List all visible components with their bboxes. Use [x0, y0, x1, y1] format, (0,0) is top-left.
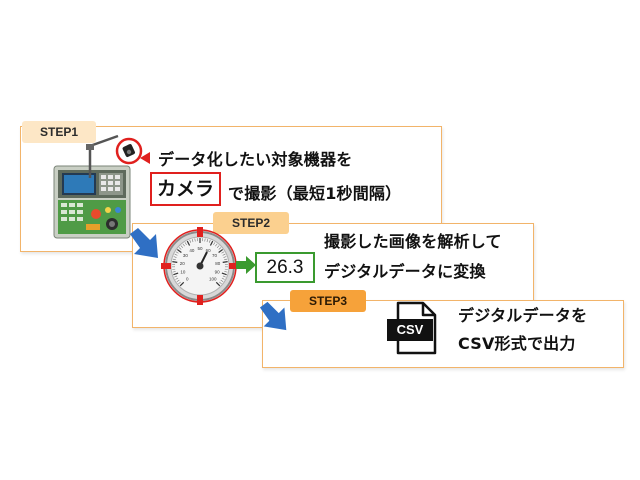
gauge-minor-tick — [174, 253, 178, 256]
gauge-minor-tick — [191, 239, 194, 243]
gauge-minor-tick — [216, 245, 220, 248]
down-right-arrow-icon-2 — [259, 301, 287, 331]
gauge-minor-tick — [221, 277, 225, 280]
gauge-minor-tick — [194, 238, 196, 242]
down-right-arrow-icon — [130, 228, 158, 258]
gauge-minor-tick — [172, 258, 176, 261]
gauge-minor-tick — [223, 256, 227, 258]
gauge-tick-label: 100 — [209, 277, 217, 282]
gauge-tick-label: 50 — [197, 246, 203, 251]
step1-text-line1: データ化したい対象機器を — [158, 150, 353, 169]
step2-badge: STEP2 — [213, 212, 289, 234]
gauge-minor-tick — [224, 258, 228, 261]
gauge-tick-label: 20 — [180, 261, 186, 266]
gauge-minor-tick — [220, 279, 224, 282]
gauge-minor-tick — [206, 239, 209, 243]
gauge-minor-tick — [172, 271, 176, 273]
step1-text-line2: で撮影（最短1秒間隔） — [228, 184, 402, 203]
gauge-major-tick — [172, 261, 178, 263]
step2-text-line2: デジタルデータに変換 — [324, 262, 486, 281]
gauge-minor-tick — [184, 242, 187, 246]
gauge-minor-tick — [221, 251, 225, 254]
readout-value: 26.3 — [255, 252, 315, 283]
gauge-tick-label: 10 — [180, 269, 186, 274]
gauge-major-tick — [186, 240, 191, 246]
gauge-minor-tick — [189, 239, 192, 243]
right-arrow-icon — [236, 256, 256, 274]
gauge-major-tick — [209, 240, 214, 246]
step2-text-line1: 撮影した画像を解析して — [324, 232, 502, 251]
gauge-minor-tick — [173, 256, 177, 258]
gauge-minor-tick — [174, 275, 178, 278]
gauge-major-tick — [222, 261, 228, 263]
camera-arm — [86, 134, 119, 178]
gauge-minor-tick — [222, 275, 226, 278]
gauge-tick-label: 90 — [215, 269, 221, 274]
gauge-tick-label: 40 — [189, 248, 195, 253]
gauge-tick-label: 60 — [206, 248, 212, 253]
gauge-major-tick — [173, 272, 179, 276]
gauge-minor-tick — [218, 247, 222, 250]
gauge-minor-tick — [182, 243, 185, 247]
gauge-minor-tick — [175, 251, 179, 254]
gauge-minor-tick — [178, 281, 181, 285]
gauge-major-tick — [218, 249, 224, 253]
gauge-minor-tick — [215, 243, 218, 247]
gauge-major-tick — [221, 272, 227, 276]
gauge-minor-tick — [208, 239, 211, 243]
gauge-major-tick — [176, 249, 182, 253]
gauge-tick-label: 30 — [183, 253, 189, 258]
gauge-minor-tick — [176, 279, 180, 282]
gauge-major-tick — [179, 281, 185, 287]
gauge-minor-tick — [213, 242, 216, 246]
gauge-minor-tick — [224, 271, 228, 273]
step3-text-line1: デジタルデータを — [458, 306, 588, 325]
camera-icon — [115, 137, 143, 165]
gauge-tick-label: 70 — [212, 253, 218, 258]
step3-badge: STEP3 — [290, 290, 366, 312]
csv-file-label: CSV — [387, 319, 433, 341]
gauge-minor-tick — [178, 247, 182, 250]
gauge-minor-tick — [175, 277, 179, 280]
gauge-minor-tick — [222, 253, 226, 256]
step3-text-line2: CSV形式で出力 — [458, 334, 576, 353]
gauge-major-tick — [215, 281, 221, 287]
camera-highlight: カメラ — [150, 172, 222, 206]
cnc-machine-icon — [53, 165, 131, 239]
gauge-minor-tick — [204, 238, 206, 242]
gauge-tick-label: 80 — [215, 261, 221, 266]
gauge-tick-label: 0 — [186, 277, 189, 282]
gauge-minor-tick — [180, 245, 184, 248]
step1-badge: STEP1 — [22, 121, 96, 143]
camera-pointer-arrow — [140, 152, 150, 164]
gauge-minor-tick — [219, 281, 222, 285]
